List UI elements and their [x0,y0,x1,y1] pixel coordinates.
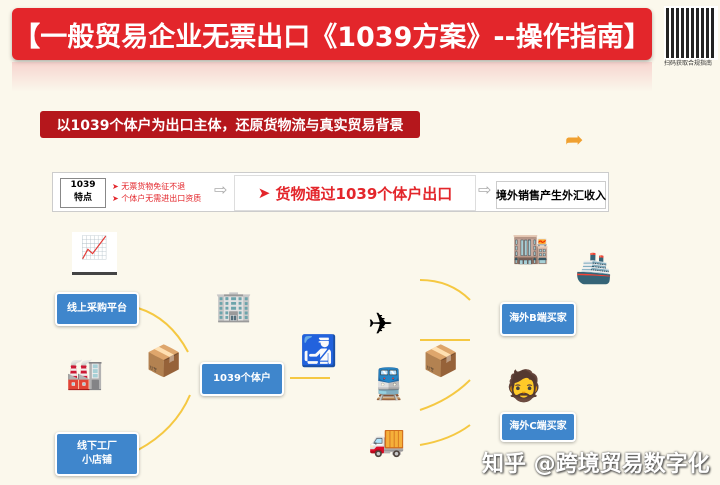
feature-point: ➤ 无票货物免征不退 [112,182,186,191]
arrow-icon: ⇨ [478,180,492,199]
node-online-platform: 线上采购平台 [55,292,139,326]
node-overseas-b-buyer: 海外B端买家 [500,302,576,336]
box-icon: 📦 [422,344,460,379]
feature-label-2: 特点 [73,193,92,203]
qr-code[interactable] [664,6,718,60]
flow-arrow [419,279,471,301]
subtitle: 以1039个体户为出口主体，还原货物流与真实贸易背景 [40,111,420,138]
page-title: 【一般贸易企业无票出口《1039方案》--操作指南】 [12,8,652,60]
qr-caption: 扫码获取合规指南 [663,60,712,67]
ship-icon: 🚢 [575,251,613,286]
airplane-icon: ✈ [368,307,394,342]
box-icon: 📦 [145,344,183,379]
feature-point: ➤ 个体户无需进出口资质 [112,194,202,203]
node-overseas-c-buyer: 海外C端买家 [500,412,576,442]
feature-points: ➤ 无票货物免征不退 ➤ 个体户无需进出口资质 [112,181,201,205]
flow-arrow [419,424,471,446]
node-offline-shop: 线下工厂小店铺 [55,432,139,476]
warehouse-icon: 🏬 [512,231,550,266]
truck-icon: 🚚 [368,424,406,459]
curved-arrow-icon: ➦ [565,128,584,153]
offline-line-2: 小店铺 [82,455,112,466]
customs-icon: 🛃 [300,334,338,369]
train-icon: 🚆 [370,367,408,402]
arrow-icon: ⇨ [214,180,228,199]
flow-arrow [137,307,189,353]
node-1039-individual: 1039个体户 [200,362,284,396]
feature-point-text: 个体户无需进出口资质 [121,194,202,203]
chart-board-icon: 📈 [72,232,117,275]
main-flow-text: 货物通过1039个体户出口 [275,184,453,203]
result-box: 境外销售产生外汇收入 [496,181,606,209]
factory-icon: 🏭 [66,357,104,392]
flow-arrow [419,379,471,411]
title-reflection [12,62,652,92]
feature-label-1: 1039 [70,180,96,190]
feature-label: 1039 特点 [60,178,106,208]
building-icon: 🏢 [215,289,253,324]
main-flow: ➤ 货物通过1039个体户出口 [234,175,476,211]
flow-arrow [137,394,191,451]
watermark: 知乎 @跨境贸易数字化 [482,452,710,477]
feature-point-text: 无票货物免征不退 [121,182,186,191]
offline-line-1: 线下工厂 [77,441,117,452]
people-icon: 🧔 [505,369,543,404]
